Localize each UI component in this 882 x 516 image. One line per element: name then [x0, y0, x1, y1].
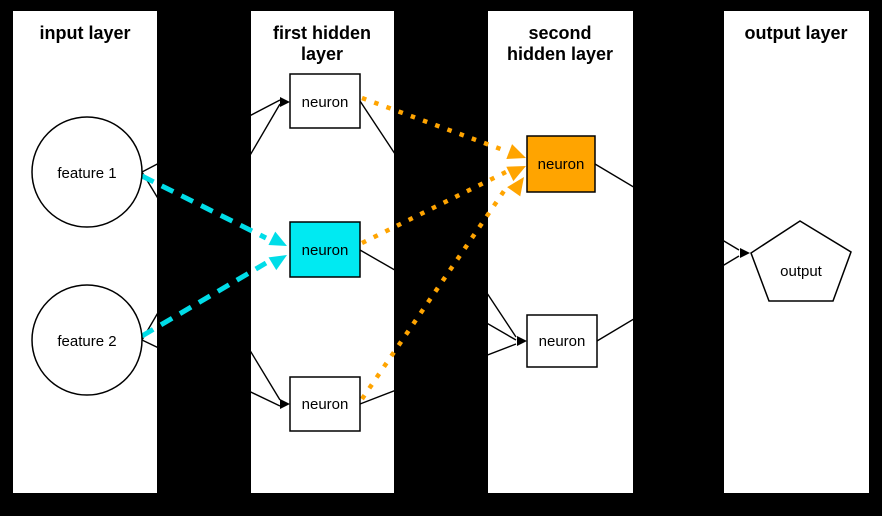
arrowhead-h1bottom: [280, 399, 290, 409]
edge-feature2-h1middle-highlight: [140, 260, 268, 339]
edge-h1bottom-h2bottom: [359, 343, 517, 405]
orange-edges: [360, 95, 507, 401]
edge-feature2-h1bottom: [141, 339, 281, 407]
h1-top-label: neuron: [302, 94, 349, 111]
edge-h1top-h2bottom: [359, 100, 517, 338]
black-edges: [141, 99, 740, 407]
first-hidden-layer-title-2: layer: [301, 44, 343, 64]
feature1-node: [31, 116, 143, 228]
second-hidden-layer-title: second: [528, 23, 591, 43]
h2-bottom-label: neuron: [539, 333, 586, 350]
feature1-label: feature 1: [57, 165, 116, 182]
h1-middle-label: neuron: [302, 242, 349, 259]
layer-titles: input layer first hidden layer second hi…: [39, 23, 847, 64]
cyan-arrowhead-upper: [268, 231, 287, 246]
edge-feature1-h1middle-highlight: [140, 173, 268, 241]
node-labels: feature 1 feature 2 neuron neuron neuron…: [57, 94, 822, 413]
edge-feature1-h1top: [141, 99, 281, 173]
edge-feature1-h1bottom: [141, 171, 281, 401]
orange-arrowhead-upper: [506, 144, 526, 160]
h1-top-neuron-node: [289, 73, 361, 129]
orange-arrowheads: [506, 144, 526, 197]
h1-middle-neuron-node: [289, 221, 361, 278]
cyan-edges: [140, 173, 268, 339]
second-hidden-layer-panel: [488, 11, 633, 493]
edge-h2bottom-output: [596, 255, 740, 342]
input-layer-title: input layer: [39, 23, 130, 43]
arrowhead-h2bottom: [517, 336, 527, 346]
cyan-arrowhead-lower: [268, 255, 287, 271]
cyan-arrowheads: [268, 231, 287, 271]
arrowhead-h1top: [280, 97, 290, 107]
first-hidden-layer-title: first hidden: [273, 23, 371, 43]
arrowhead-output: [740, 248, 750, 258]
h2-top-neuron-node: [526, 135, 596, 193]
edge-feature2-h1top: [141, 103, 281, 341]
edge-h1bottom-h2top-highlight: [360, 189, 506, 401]
output-layer-title: output layer: [744, 23, 847, 43]
feature2-node: [31, 284, 143, 396]
second-hidden-layer-title-2: hidden layer: [507, 44, 613, 64]
h2-top-label: neuron: [538, 156, 585, 173]
feature2-label: feature 2: [57, 333, 116, 350]
nodes: [31, 73, 852, 432]
orange-arrowhead-middle: [506, 166, 526, 182]
edge-h1middle-h2bottom: [359, 249, 517, 341]
input-layer-panel: [13, 11, 157, 493]
output-node: [750, 220, 852, 302]
h1-bottom-label: neuron: [302, 396, 349, 413]
edge-h2top-output: [594, 163, 740, 251]
orange-arrowhead-lower: [507, 177, 524, 197]
output-label: output: [780, 263, 823, 280]
black-arrowheads: [280, 97, 750, 409]
h1-bottom-neuron-node: [289, 376, 361, 432]
edge-h1middle-h2top-highlight: [361, 169, 507, 246]
